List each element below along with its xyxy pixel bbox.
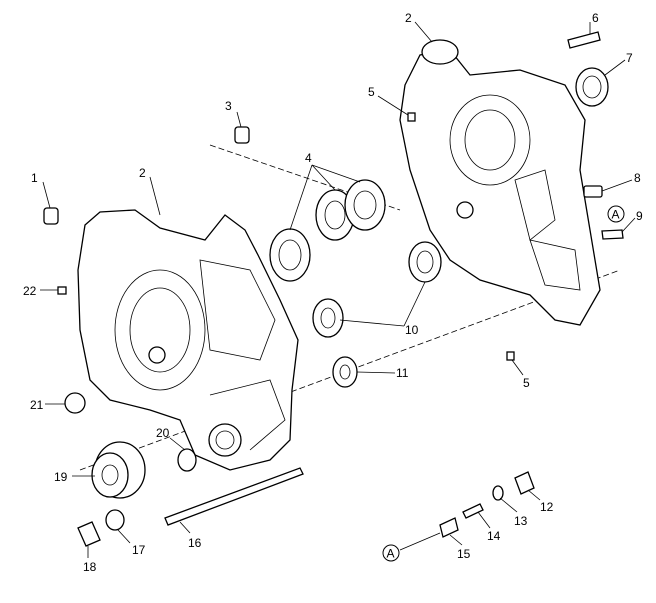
callout-a-bottom: A	[387, 547, 395, 561]
callout-14: 14	[487, 529, 501, 543]
callout-4: 4	[305, 151, 312, 165]
pin-5-top	[407, 112, 416, 122]
callout-9: 9	[636, 209, 643, 223]
callout-7: 7	[626, 51, 633, 65]
callout-2-left: 2	[139, 166, 146, 180]
callout-16: 16	[188, 536, 202, 550]
bolt-16	[164, 467, 304, 526]
axis-line	[79, 269, 621, 471]
left-crankcase	[77, 209, 299, 471]
callout-19: 19	[54, 470, 68, 484]
plug-18	[77, 521, 101, 547]
callout-1: 1	[31, 171, 38, 185]
callout-22: 22	[23, 284, 37, 298]
reference-a-circle-right	[607, 205, 625, 223]
callout-15: 15	[457, 547, 471, 561]
spring-14	[462, 503, 484, 519]
callout-2-top: 2	[405, 11, 412, 25]
callout-18: 18	[83, 560, 97, 574]
leader-lines	[40, 21, 636, 558]
right-crankcase	[399, 39, 601, 326]
seal-20	[177, 448, 197, 472]
oring-21	[64, 392, 86, 414]
dowel-3	[234, 126, 250, 144]
seal-7	[575, 67, 609, 107]
callout-3: 3	[225, 99, 232, 113]
plug-8	[583, 185, 603, 198]
plunger-15	[439, 517, 459, 538]
pulley-19	[91, 441, 146, 499]
callout-8: 8	[634, 171, 641, 185]
dowel-1	[43, 207, 59, 225]
callout-10: 10	[405, 323, 419, 337]
callout-21: 21	[30, 398, 44, 412]
fitting-9	[601, 229, 624, 240]
bearing-set	[269, 179, 386, 282]
callout-a-right: A	[612, 208, 620, 222]
washer-17	[105, 509, 125, 531]
bearing-11	[332, 356, 358, 388]
callout-13: 13	[514, 514, 528, 528]
bolt-6	[567, 31, 601, 49]
plug-12	[514, 471, 535, 495]
callout-20: 20	[156, 426, 170, 440]
callout-12: 12	[540, 500, 554, 514]
bearing-10	[312, 241, 442, 338]
reference-a-circle-bottom	[382, 544, 400, 562]
callout-11: 11	[396, 366, 409, 380]
callout-5-top: 5	[368, 85, 375, 99]
pin-22	[57, 286, 67, 295]
callout-17: 17	[132, 543, 146, 557]
washer-13	[492, 485, 504, 501]
callout-5-bottom: 5	[523, 376, 530, 390]
callout-6: 6	[592, 11, 599, 25]
pin-5-bottom	[506, 351, 515, 361]
